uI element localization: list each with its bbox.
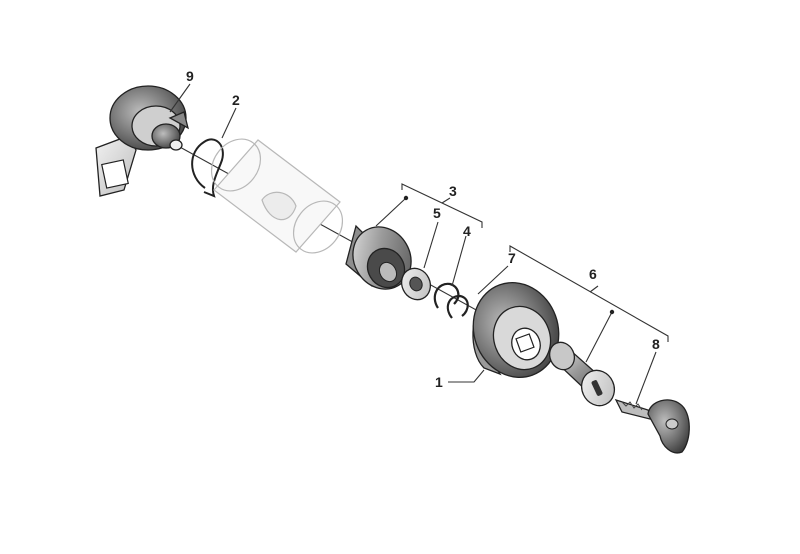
callout-3: 3 [449, 183, 457, 199]
callout-7: 7 [508, 250, 516, 266]
callout-8: 8 [652, 336, 660, 352]
part-3-bush [345, 195, 412, 290]
callout-1: 1 [435, 374, 443, 390]
outer-sleeve-ghost [210, 138, 344, 254]
part-1-lock-body [472, 282, 560, 378]
part-9-lock-housing [95, 85, 189, 197]
callout-6: 6 [589, 266, 597, 282]
leader-2 [221, 107, 237, 139]
part-3-group-bracket [401, 183, 483, 228]
leader-1 [448, 369, 485, 383]
callout-4: 4 [463, 223, 471, 239]
callout-2: 2 [232, 92, 240, 108]
callout-5: 5 [433, 205, 441, 221]
callout-9: 9 [186, 68, 194, 84]
part-5-washer [400, 221, 439, 301]
part-6-group-bracket [509, 245, 669, 342]
leader-9 [169, 83, 191, 113]
part-8-key [614, 351, 690, 454]
part-7-retaining-clip [446, 265, 509, 319]
part-6-lock-cylinder [548, 309, 616, 407]
